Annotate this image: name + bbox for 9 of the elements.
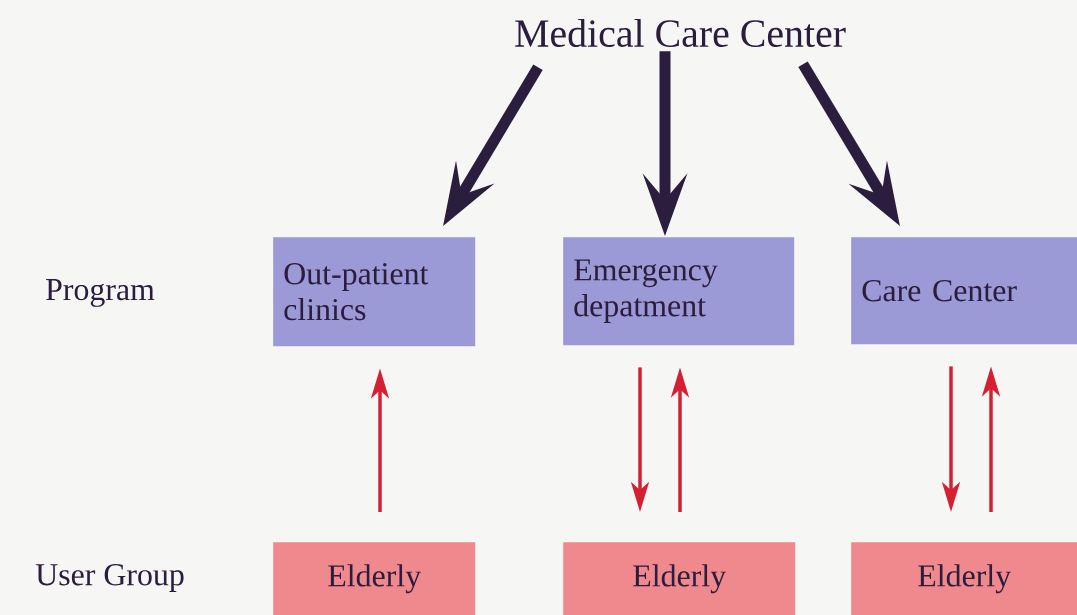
user-group-box: Elderly <box>851 542 1077 615</box>
program-box: Care Center <box>851 237 1077 345</box>
row-label: Program <box>46 279 155 307</box>
row-label: User Group <box>35 564 184 592</box>
user-group-box: Elderly <box>273 542 476 615</box>
program-box: Emergency depatment <box>563 237 795 346</box>
heading-text: Medical Care Center <box>515 19 846 47</box>
user-group-box: Elderly <box>563 542 796 615</box>
program-box: Out-patient clinics <box>273 237 476 347</box>
